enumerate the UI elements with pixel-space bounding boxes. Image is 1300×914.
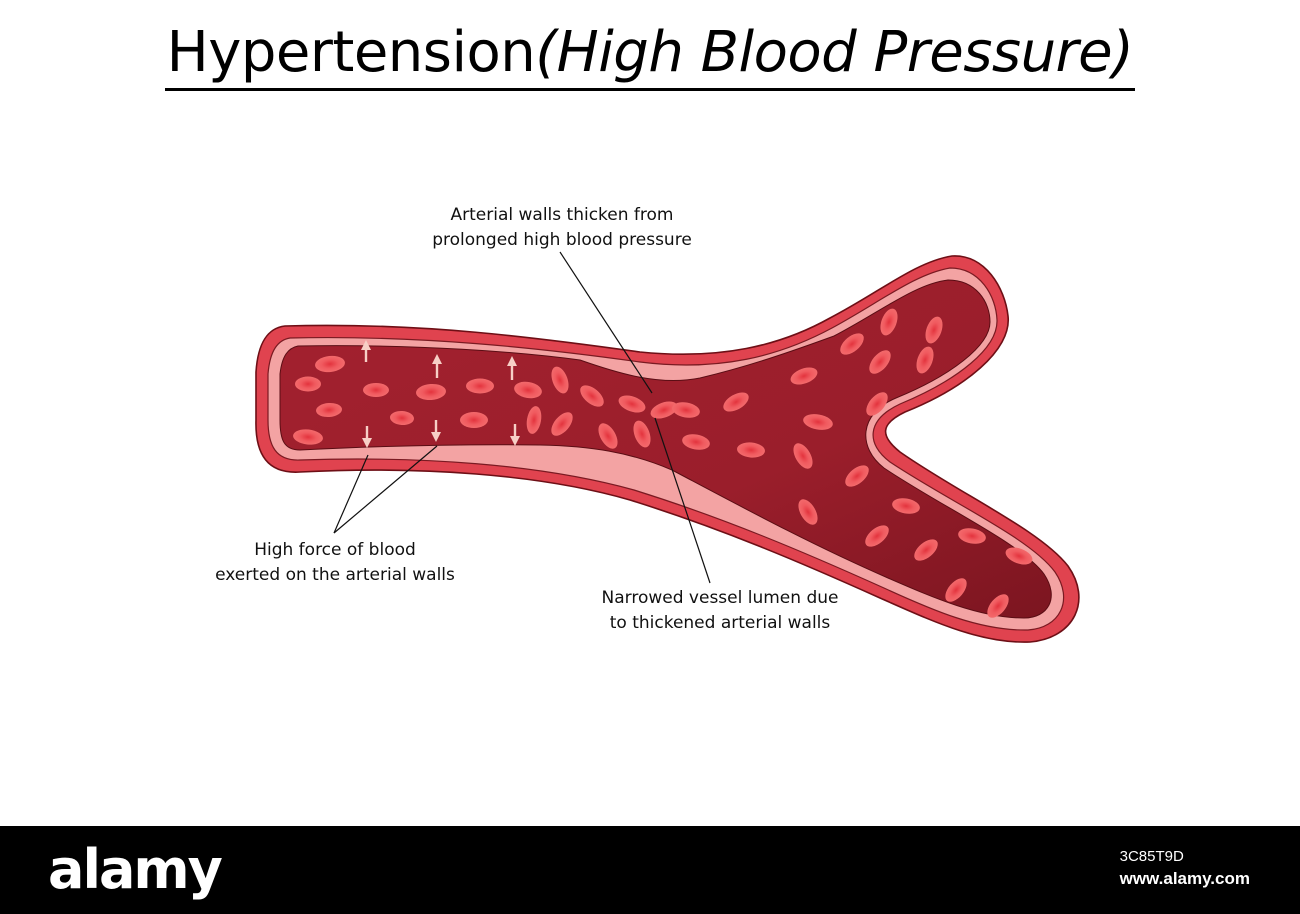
red-blood-cell (892, 498, 920, 514)
red-blood-cell (315, 355, 345, 373)
red-blood-cell (316, 402, 342, 418)
red-blood-cell (798, 499, 818, 525)
leader-line-lumen (654, 417, 711, 584)
red-blood-cell (793, 443, 813, 469)
arrow-up-icon (432, 354, 442, 378)
red-blood-cell (633, 420, 651, 448)
arrow-down-icon (431, 420, 441, 442)
red-blood-cell (526, 406, 542, 434)
arrow-up-icon (361, 340, 371, 362)
red-blood-cell (916, 346, 934, 374)
label-line: Narrowed vessel lumen due (601, 588, 839, 608)
pressure-arrows (361, 340, 520, 448)
image-id: 3C85T9D (1119, 848, 1184, 865)
arrow-down-icon (510, 424, 520, 446)
label-narrowed-lumen: Narrowed vessel lumen due to thickened a… (570, 586, 870, 636)
red-blood-cell (880, 308, 898, 336)
arrow-up-icon (507, 356, 517, 380)
red-blood-cell (987, 594, 1009, 618)
red-blood-cell (650, 401, 678, 419)
red-blood-cell (598, 423, 618, 449)
red-blood-cell (390, 410, 414, 426)
leader-line-force-1 (333, 454, 369, 534)
red-blood-cells (293, 308, 1033, 618)
label-line: prolonged high blood pressure (432, 230, 692, 250)
red-blood-cell (723, 392, 749, 412)
red-blood-cell (466, 378, 494, 394)
watermark-footer: alamy 3C85T9D www.alamy.com (0, 826, 1300, 914)
red-blood-cell (845, 465, 869, 487)
page-title: Hypertension(High Blood Pressure) (0, 18, 1300, 91)
label-line: exerted on the arterial walls (215, 565, 455, 585)
red-blood-cell (514, 381, 542, 399)
site-url: www.alamy.com (1119, 869, 1250, 888)
red-blood-cell (790, 367, 818, 385)
label-line: High force of blood (254, 540, 416, 560)
red-blood-cell (295, 376, 321, 392)
brand-logo: alamy (48, 838, 223, 901)
red-blood-cell (925, 316, 943, 344)
leader-line-walls (559, 251, 653, 394)
artery-diagram (255, 251, 1080, 643)
red-blood-cell (460, 412, 488, 428)
red-blood-cell (293, 429, 323, 445)
red-blood-cell (551, 366, 569, 394)
red-blood-cell (618, 395, 646, 413)
red-blood-cell (866, 392, 888, 416)
red-blood-cell (416, 383, 446, 401)
red-blood-cell (672, 402, 700, 418)
label-line: Arterial walls thicken from (450, 205, 674, 225)
red-blood-cell (865, 525, 889, 547)
red-blood-cell (580, 385, 604, 407)
label-arterial-walls: Arterial walls thicken from prolonged hi… (412, 203, 712, 253)
red-blood-cell (551, 412, 573, 436)
red-blood-cell (958, 528, 986, 544)
label-line: to thickened arterial walls (609, 613, 831, 633)
red-blood-cell (945, 578, 967, 602)
red-blood-cell (803, 414, 833, 430)
image-id-block: 3C85T9D www.alamy.com (1120, 846, 1250, 890)
title-underline: Hypertension(High Blood Pressure) (164, 18, 1136, 91)
label-blood-force: High force of blood exerted on the arter… (195, 538, 475, 588)
red-blood-cell (363, 383, 389, 397)
leader-line-force-2 (333, 445, 438, 534)
leader-lines (333, 251, 711, 584)
red-blood-cell (1005, 547, 1033, 565)
red-blood-cell (682, 434, 710, 450)
title-sub: (High Blood Pressure) (535, 20, 1134, 85)
arrow-down-icon (362, 426, 372, 448)
red-blood-cell (840, 333, 864, 355)
red-blood-cell (914, 539, 938, 561)
red-blood-cell (737, 442, 765, 458)
red-blood-cell (869, 350, 891, 374)
title-main: Hypertension (166, 20, 536, 85)
